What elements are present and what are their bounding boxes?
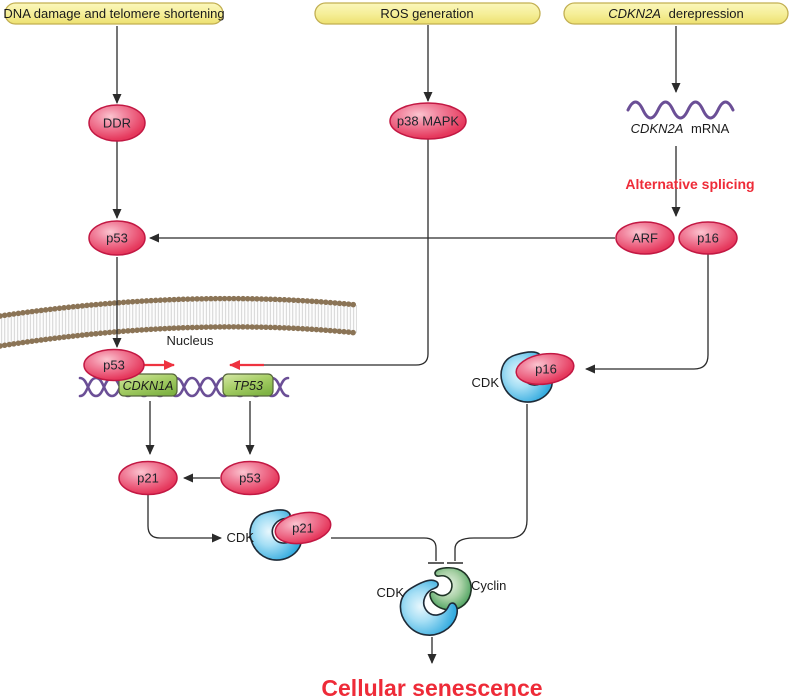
node-label-p21: p21 — [137, 471, 159, 486]
mrna-label: CDKN2A mRNA — [631, 121, 730, 136]
cyclin-label: Cyclin — [471, 578, 506, 593]
node-arf — [615, 221, 675, 255]
nucleus-label: Nucleus — [167, 333, 214, 348]
membrane-bead-row-top — [0, 295, 360, 319]
gene-box-tp53 — [222, 373, 274, 397]
gene-tp53: TP53 — [222, 373, 274, 397]
mrna-wave — [626, 100, 735, 120]
inhibit-line-cdkp16 — [454, 404, 528, 561]
title-label-ros: ROS generation — [380, 6, 473, 21]
membrane-bead-row-bottom — [0, 324, 360, 349]
node-p21-complex — [274, 511, 332, 545]
node-p53-nucleus — [83, 348, 145, 382]
node-label-p16-top: p16 — [697, 231, 719, 246]
title-box-ros — [314, 2, 541, 25]
node-p16-complex — [515, 352, 575, 386]
node-p38-mapk — [389, 102, 467, 140]
title-label-cdkn2a-gene: CDKN2A — [608, 6, 661, 21]
cdk-p21-complex: p21 CDK — [227, 503, 332, 569]
protein-node-labels: DDR p38 MAPK p53 ARF p16 p53 p21 p53 — [103, 114, 719, 486]
gene-label-cdkn1a: CDKN1A — [123, 379, 174, 393]
protein-nodes — [83, 102, 738, 496]
cdk-label-p21-complex: CDK — [227, 530, 255, 545]
inhibit-line-cdkp21 — [331, 537, 437, 561]
cdk-label-p16-complex: CDK — [472, 375, 500, 390]
node-label-p16-complex: p16 — [535, 362, 557, 377]
mrna-label-rest: mRNA — [691, 121, 730, 136]
nuclear-membrane — [0, 295, 360, 349]
cdk-cyclin-complex: CDK Cyclin — [377, 564, 506, 648]
line-p38-to-tp53-gene — [262, 139, 429, 366]
arrow-p16-to-cdk-complex — [585, 254, 709, 374]
outcome-label: Cellular senescence — [321, 675, 542, 699]
node-ddr — [88, 104, 146, 142]
title-label-cdkn2a: CDKN2A derepression — [608, 6, 744, 21]
title-box-dna-damage — [4, 2, 224, 25]
gene-box-cdkn1a — [118, 373, 178, 397]
node-label-ddr: DDR — [103, 116, 131, 131]
node-label-p38: p38 MAPK — [397, 114, 459, 129]
node-label-arf: ARF — [632, 231, 658, 246]
cdk-p16-complex: p16 CDK — [472, 345, 575, 411]
node-p21 — [118, 460, 178, 496]
alternative-splicing-label: Alternative splicing — [625, 176, 754, 192]
node-label-p53-top: p53 — [106, 231, 128, 246]
node-label-p53-lower: p53 — [239, 471, 261, 486]
connector-arrows — [112, 25, 709, 664]
mrna-label-gene: CDKN2A — [631, 121, 684, 136]
node-p53-top — [88, 220, 146, 256]
node-p53-lower — [220, 460, 280, 496]
node-label-p21-complex: p21 — [292, 521, 314, 536]
node-p16-top — [678, 221, 738, 255]
title-label-cdkn2a-rest: derepression — [669, 6, 744, 21]
gene-cdkn1a: CDKN1A — [118, 373, 178, 397]
cdk-label-free: CDK — [377, 585, 405, 600]
title-label-dna-damage: DNA damage and telomere shortening — [3, 6, 224, 21]
title-box-cdkn2a — [563, 2, 789, 25]
arrow-p21-to-cdk-complex — [147, 495, 222, 543]
title-boxes: DNA damage and telomere shortening ROS g… — [3, 2, 789, 25]
node-label-p53-nucleus: p53 — [103, 358, 125, 373]
gene-label-tp53: TP53 — [233, 379, 263, 393]
